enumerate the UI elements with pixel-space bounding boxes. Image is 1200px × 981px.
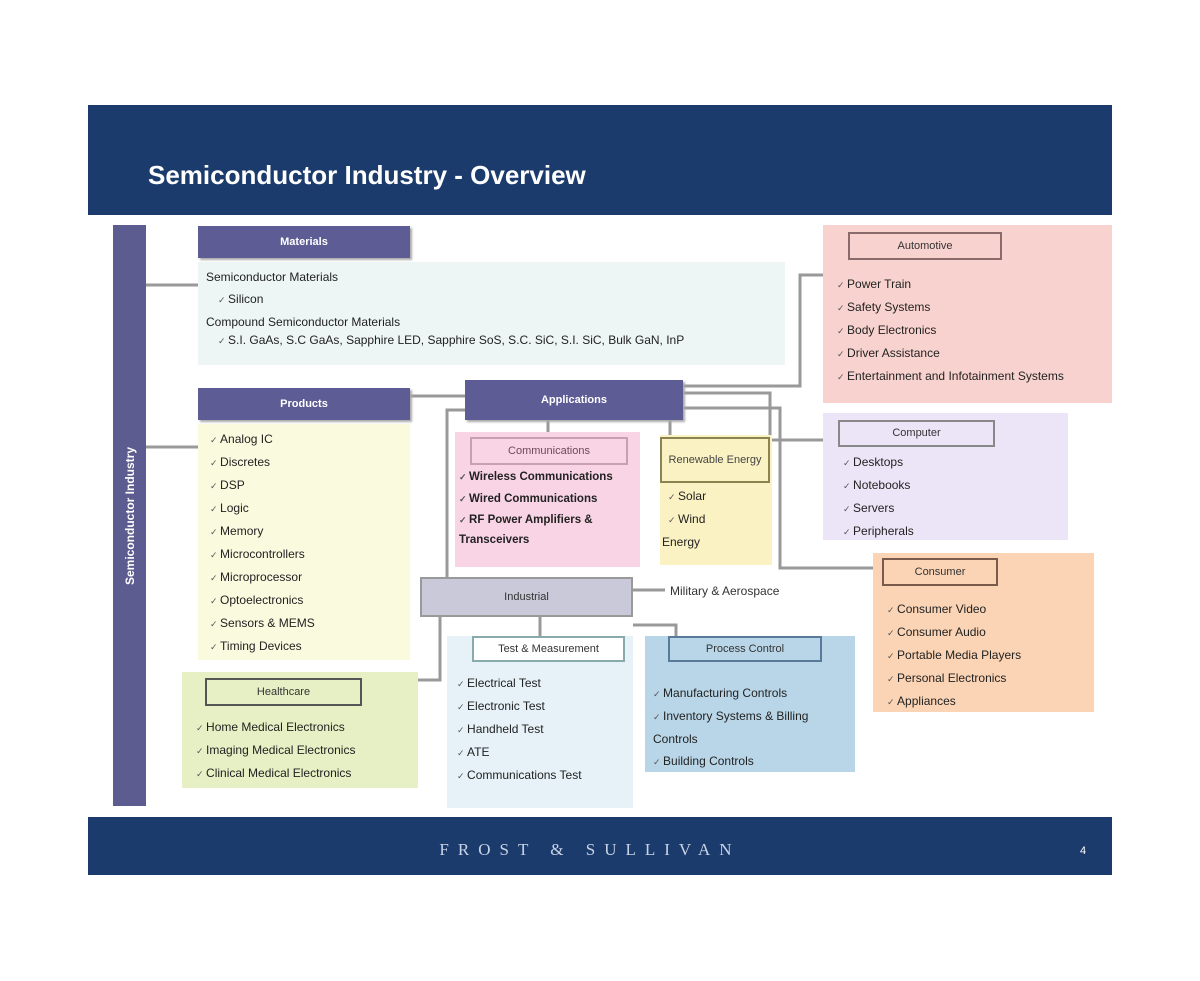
page-number: 4 bbox=[1080, 845, 1087, 857]
page-title: Semiconductor Industry - Overview bbox=[148, 160, 586, 190]
list-item: Consumer Video bbox=[887, 598, 1080, 621]
materials-item: Silicon bbox=[206, 288, 777, 311]
list-item: Wired Communications bbox=[459, 488, 636, 510]
list-item: DSP bbox=[210, 474, 402, 497]
list-item: ATE bbox=[457, 741, 623, 764]
list-item: Servers bbox=[843, 497, 1048, 520]
list-item: RF Power Amplifiers & Transceivers bbox=[459, 510, 636, 550]
list-item: Wind bbox=[668, 508, 764, 531]
list-item: Memory bbox=[210, 520, 402, 543]
materials-panel: Semiconductor Materials Silicon Compound… bbox=[198, 262, 785, 365]
test-measurement-panel: Test & Measurement Electrical Test Elect… bbox=[447, 636, 633, 808]
list-item: Microprocessor bbox=[210, 566, 402, 589]
products-panel: Analog IC Discretes DSP Logic Memory Mic… bbox=[198, 424, 410, 660]
military-aerospace-label: Military & Aerospace bbox=[670, 584, 780, 598]
process-control-title: Process Control bbox=[668, 636, 822, 662]
renewable-extra: Energy bbox=[662, 535, 701, 549]
header-band bbox=[88, 105, 1112, 215]
industrial-box: Industrial bbox=[420, 577, 633, 617]
list-item: Timing Devices bbox=[210, 635, 402, 658]
list-item: Handheld Test bbox=[457, 718, 623, 741]
consumer-panel: Consumer Consumer Video Consumer Audio P… bbox=[873, 553, 1094, 712]
list-item: Consumer Audio bbox=[887, 621, 1080, 644]
computer-panel: Computer Desktops Notebooks Servers Peri… bbox=[823, 413, 1068, 540]
footer-band bbox=[88, 817, 1112, 875]
list-item: Logic bbox=[210, 497, 402, 520]
frost-sullivan-logo: FROST & SULLIVAN bbox=[439, 840, 741, 859]
automotive-title: Automotive bbox=[848, 232, 1002, 260]
list-item: Microcontrollers bbox=[210, 543, 402, 566]
list-item: Peripherals bbox=[843, 520, 1048, 543]
renewable-panel: Renewable Energy Solar Wind Energy bbox=[660, 435, 772, 565]
materials-line: Semiconductor Materials bbox=[206, 270, 339, 284]
list-item: Electrical Test bbox=[457, 672, 623, 695]
materials-header: Materials bbox=[198, 226, 410, 258]
renewable-title: Renewable Energy bbox=[660, 437, 770, 483]
materials-item: S.I. GaAs, S.C GaAs, Sapphire LED, Sapph… bbox=[206, 333, 777, 348]
applications-header: Applications bbox=[465, 380, 683, 420]
list-item: Portable Media Players bbox=[887, 644, 1080, 667]
list-item: Desktops bbox=[843, 451, 1048, 474]
list-item: Clinical Medical Electronics bbox=[196, 762, 404, 785]
list-item: Inventory Systems & Billing Controls bbox=[653, 705, 847, 750]
list-item: Wireless Communications bbox=[459, 466, 636, 488]
list-item: Body Electronics bbox=[837, 319, 1098, 342]
materials-line: Compound Semiconductor Materials bbox=[206, 315, 401, 329]
list-item: Electronic Test bbox=[457, 695, 623, 718]
consumer-title: Consumer bbox=[882, 558, 998, 586]
healthcare-title: Healthcare bbox=[205, 678, 362, 706]
process-control-panel: Process Control Manufacturing Controls I… bbox=[645, 636, 855, 772]
list-item: Entertainment and Infotainment Systems bbox=[837, 365, 1098, 388]
sidebar-label-bar: Semiconductor Industry bbox=[113, 225, 146, 806]
list-item: Sensors & MEMS bbox=[210, 612, 402, 635]
automotive-panel: Automotive Power Train Safety Systems Bo… bbox=[823, 225, 1112, 403]
list-item: Appliances bbox=[887, 690, 1080, 713]
communications-panel: Communications Wireless Communications W… bbox=[455, 432, 640, 567]
list-item: Personal Electronics bbox=[887, 667, 1080, 690]
list-item: Manufacturing Controls bbox=[653, 682, 847, 705]
list-item: Building Controls bbox=[653, 750, 847, 773]
list-item: Analog IC bbox=[210, 428, 402, 451]
healthcare-panel: Healthcare Home Medical Electronics Imag… bbox=[182, 672, 418, 788]
list-item: Discretes bbox=[210, 451, 402, 474]
list-item: Communications Test bbox=[457, 764, 623, 787]
communications-title: Communications bbox=[470, 437, 628, 465]
list-item: Power Train bbox=[837, 273, 1098, 296]
list-item: Solar bbox=[668, 485, 764, 508]
computer-title: Computer bbox=[838, 420, 995, 447]
list-item: Home Medical Electronics bbox=[196, 716, 404, 739]
test-measurement-title: Test & Measurement bbox=[472, 636, 625, 662]
list-item: Optoelectronics bbox=[210, 589, 402, 612]
list-item: Imaging Medical Electronics bbox=[196, 739, 404, 762]
list-item: Driver Assistance bbox=[837, 342, 1098, 365]
products-header: Products bbox=[198, 388, 410, 420]
list-item: Safety Systems bbox=[837, 296, 1098, 319]
list-item: Notebooks bbox=[843, 474, 1048, 497]
